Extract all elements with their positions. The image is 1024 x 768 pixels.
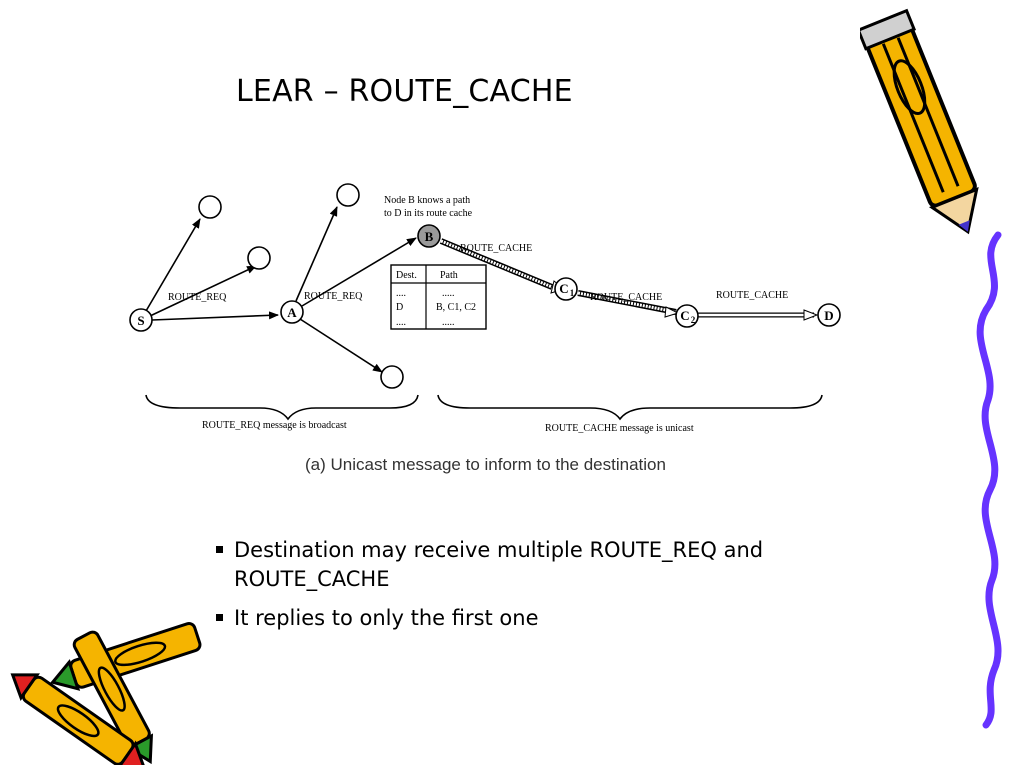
callout-line-2: to D in its route cache bbox=[384, 208, 473, 219]
route-table-cell: D bbox=[396, 302, 403, 313]
braces bbox=[145, 394, 823, 421]
node-c1-subscript: 1 bbox=[570, 288, 575, 298]
edge-label-c1-c2: ROUTE_CACHE bbox=[590, 292, 662, 303]
node-c1-label: C bbox=[559, 281, 568, 296]
bullet-item: It replies to only the first one bbox=[212, 604, 872, 633]
edge-label-b-c1: ROUTE_CACHE bbox=[460, 243, 532, 254]
slide-title: LEAR – ROUTE_CACHE bbox=[236, 74, 573, 109]
route-table-cell: B, C1, C2 bbox=[436, 302, 476, 313]
route-table-header-dest: Dest. bbox=[396, 270, 417, 281]
node-s bbox=[129, 308, 153, 332]
node-empty-4 bbox=[380, 365, 404, 389]
node-s-label: S bbox=[137, 313, 144, 328]
bullet-list: Destination may receive multiple ROUTE_R… bbox=[212, 536, 872, 643]
edge-label-s-a: ROUTE_REQ bbox=[168, 292, 227, 303]
broadcast-edges bbox=[145, 206, 417, 373]
node-empty-2 bbox=[247, 246, 271, 270]
unicast-edges bbox=[439, 238, 819, 321]
edge-s-up bbox=[145, 218, 201, 312]
edge-label-a-b: ROUTE_REQ bbox=[304, 291, 363, 302]
route-table-cell: .... bbox=[396, 288, 406, 299]
edge-label-c2-d: ROUTE_CACHE bbox=[716, 290, 788, 301]
node-d bbox=[817, 303, 841, 327]
route-table-cell: ..... bbox=[442, 288, 455, 299]
bullet-item: Destination may receive multiple ROUTE_R… bbox=[212, 536, 872, 594]
bullet-square-icon bbox=[216, 546, 223, 553]
brace-unicast bbox=[437, 394, 823, 421]
edge-a-up bbox=[295, 206, 338, 302]
callout-line-1: Node B knows a path bbox=[384, 195, 470, 206]
diagram-caption: (a) Unicast message to inform to the des… bbox=[305, 455, 666, 474]
route-table-header-path: Path bbox=[440, 270, 458, 281]
node-d-label: D bbox=[824, 308, 833, 323]
node-c1 bbox=[554, 277, 578, 301]
node-c2-label: C bbox=[680, 308, 689, 323]
route-cache-diagram: S A B C 1 C 2 D ROUTE_REQ ROUTE_REQ ROUT… bbox=[129, 183, 841, 474]
brace-broadcast bbox=[145, 394, 419, 421]
pencil-icon bbox=[860, 8, 979, 235]
node-empty-3 bbox=[336, 183, 360, 207]
edge-a-down bbox=[299, 318, 383, 373]
bullet-text: Destination may receive multiple ROUTE_R… bbox=[234, 538, 764, 591]
node-c2-subscript: 2 bbox=[691, 315, 696, 325]
edge-s-a bbox=[151, 311, 279, 321]
node-b bbox=[417, 224, 441, 248]
edge-a-b bbox=[301, 237, 417, 307]
purple-squiggle bbox=[976, 231, 1002, 729]
node-c2 bbox=[675, 304, 699, 328]
brace-label-unicast: ROUTE_CACHE message is unicast bbox=[545, 423, 694, 434]
node-a-label: A bbox=[287, 305, 297, 320]
node-a bbox=[280, 300, 304, 324]
route-table-cell: .... bbox=[396, 317, 406, 328]
edge-s-mid bbox=[149, 265, 257, 317]
crayons-icon bbox=[10, 622, 202, 765]
node-b-label: B bbox=[425, 229, 434, 244]
brace-label-broadcast: ROUTE_REQ message is broadcast bbox=[202, 420, 347, 431]
node-empty-1 bbox=[198, 195, 222, 219]
bullet-text: It replies to only the first one bbox=[234, 606, 539, 630]
bullet-square-icon bbox=[216, 614, 223, 621]
route-table-cell: ..... bbox=[442, 317, 455, 328]
route-table: Dest. Path .... ..... D B, C1, C2 .... .… bbox=[390, 264, 487, 330]
